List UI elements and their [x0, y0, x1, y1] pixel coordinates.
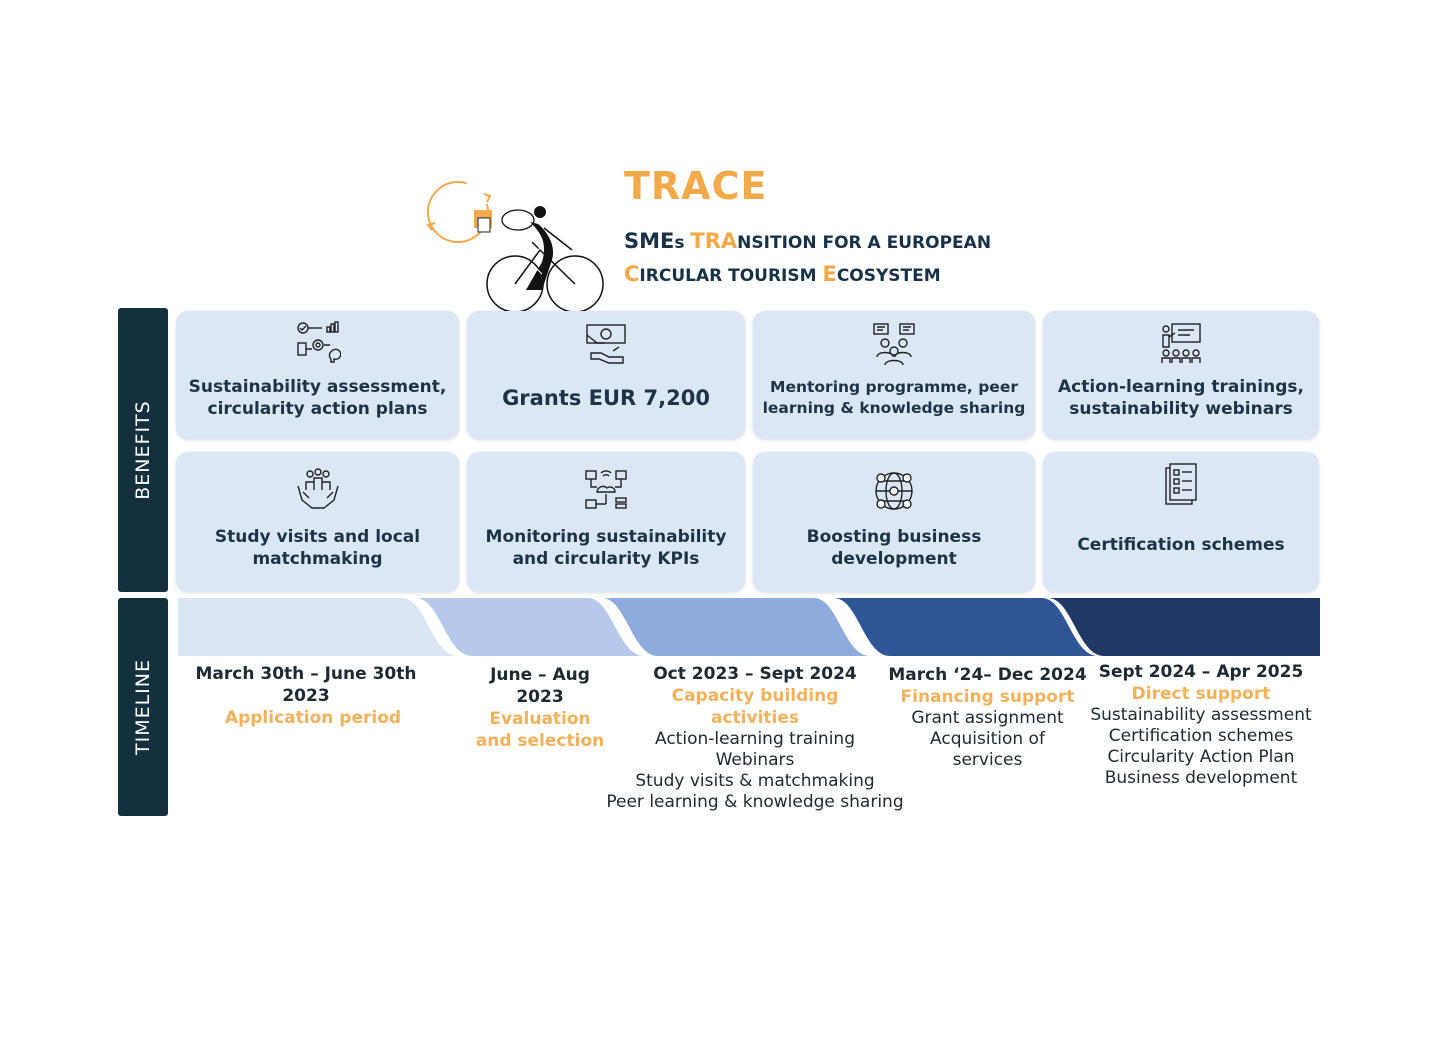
assessment-icon [295, 321, 341, 367]
benefit-tile-study-visits: Study visits and local matchmaking [176, 452, 459, 592]
timeline-segment-1 [178, 598, 458, 656]
timeline-segment-3 [602, 598, 870, 656]
benefit-tile-training: Action-learning trainings, sustainabilit… [1043, 311, 1319, 439]
phase-title: Capacity building activities [671, 686, 839, 728]
phase-item: Business development [1104, 768, 1298, 788]
phase-title: Financing support [900, 687, 1075, 707]
benefit-label: Boosting business development [806, 527, 982, 569]
benefit-label: Mentoring programme, peer learning & kno… [762, 378, 1026, 417]
timeline-segment-5 [1048, 598, 1320, 656]
phase-item: Grant assignment [911, 708, 1064, 728]
grant-money-icon [583, 321, 629, 367]
benefits-label: BENEFITS [132, 400, 154, 500]
benefit-label: Study visits and local matchmaking [214, 527, 421, 569]
phase-title: Evaluation and selection [475, 709, 605, 751]
benefit-tile-monitoring: Monitoring sustainability and circularit… [467, 452, 745, 592]
phase-item: Peer learning & knowledge sharing [606, 792, 904, 812]
benefit-tile-business: Boosting business development [753, 452, 1035, 592]
cyclist-recycle-logo [420, 172, 610, 313]
certificate-checklist-icon [1158, 462, 1204, 508]
timeline-segment-4 [834, 598, 1098, 656]
training-icon [1158, 321, 1204, 367]
brand-subtitle-line-2: CIRCULAR TOURISM ECOSYSTEM [624, 262, 941, 286]
benefit-tile-certification: Certification schemes [1043, 452, 1319, 592]
benefit-label: Monitoring sustainability and circularit… [485, 527, 727, 569]
timeline-label-bar: TIMELINE [118, 598, 168, 816]
brand-subtitle-line-1: SMEs TRANSITION FOR A EUROPEAN [624, 229, 992, 253]
business-network-icon [871, 468, 917, 514]
timeline-label: TIMELINE [132, 658, 154, 756]
phase-item: Action-learning training [655, 729, 855, 749]
community-hands-icon [295, 468, 341, 514]
benefit-tile-grants: Grants EUR 7,200 [467, 311, 745, 439]
timeline-phase-1: March 30th – June 30th 2023 Application … [186, 663, 426, 729]
benefit-tile-assessment: Sustainability assessment, circularity a… [176, 311, 459, 439]
benefit-label: Grants EUR 7,200 [502, 386, 710, 410]
phase-item: Acquisition of services [930, 729, 1045, 770]
phase-title: Direct support [1131, 684, 1271, 704]
phase-item: Certification schemes [1108, 726, 1294, 746]
phase-item: Circularity Action Plan [1107, 747, 1295, 767]
timeline-phase-5: Sept 2024 – Apr 2025 Direct support Sust… [1074, 661, 1328, 789]
mentoring-icon [871, 321, 917, 367]
network-kpi-icon [583, 468, 629, 514]
timeline-wave [178, 598, 1320, 656]
phase-item: Sustainability assessment [1090, 705, 1312, 725]
phase-title: Application period [224, 708, 402, 728]
phase-date: Sept 2024 – Apr 2025 [1098, 662, 1304, 682]
timeline-phase-3: Oct 2023 – Sept 2024 Capacity building a… [588, 663, 922, 813]
benefit-label: Certification schemes [1077, 535, 1285, 555]
phase-date: March 30th – June 30th 2023 [195, 664, 417, 706]
timeline-segment-2 [416, 598, 644, 656]
benefit-label: Sustainability assessment, circularity a… [188, 377, 447, 419]
phase-date: Oct 2023 – Sept 2024 [653, 664, 857, 684]
brand-title: TRACE [624, 164, 768, 208]
phase-date: March ‘24– Dec 2024 [888, 665, 1087, 685]
timeline-phase-2: June – Aug 2023 Evaluation and selection [470, 664, 610, 752]
benefit-tile-mentoring: Mentoring programme, peer learning & kno… [753, 311, 1035, 439]
timeline-phase-4: March ‘24– Dec 2024 Financing support Gr… [880, 664, 1095, 771]
phase-date: June – Aug 2023 [490, 665, 590, 707]
phase-item: Study visits & matchmaking [635, 771, 875, 791]
benefits-label-bar: BENEFITS [118, 308, 168, 592]
benefit-label: Action-learning trainings, sustainabilit… [1058, 377, 1304, 419]
phase-item: Webinars [715, 750, 795, 770]
